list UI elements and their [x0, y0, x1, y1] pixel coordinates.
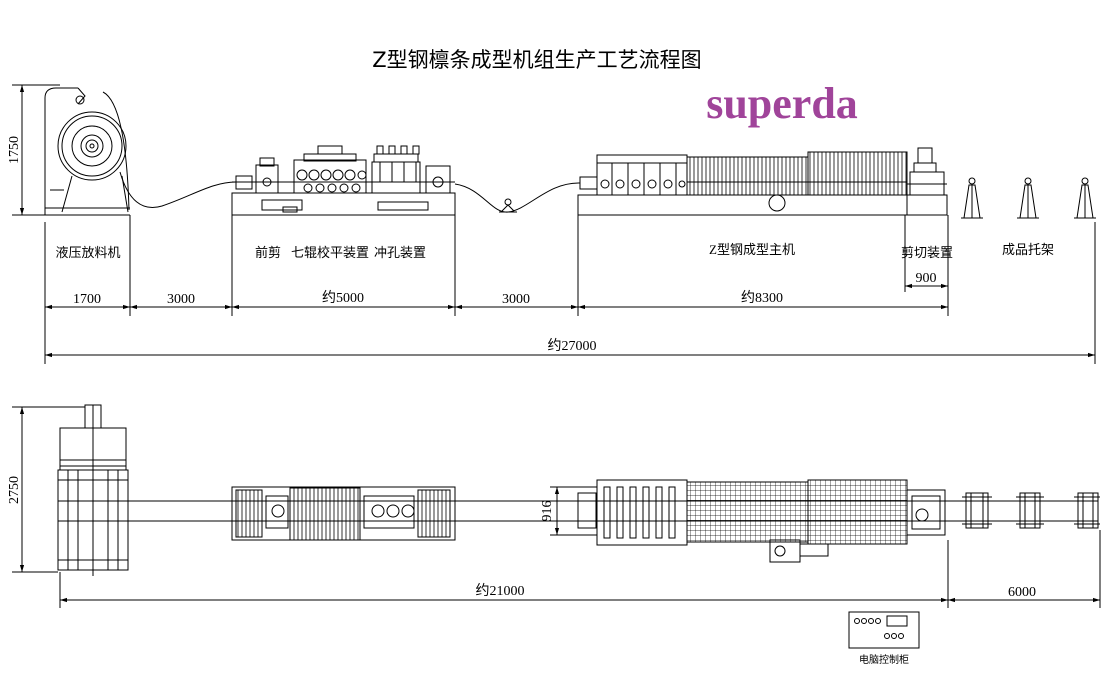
dim-shear: 900: [916, 271, 937, 286]
label-decoiler: 液压放料机: [55, 245, 120, 260]
label-punching: 冲孔装置: [374, 245, 426, 260]
dim-gap-2: 3000: [502, 292, 530, 307]
feeding-line-elevation: [231, 145, 456, 216]
feeding-line-plan: [231, 486, 456, 541]
strip-elevation-1: [119, 171, 237, 208]
product-rack-plan-3: [1074, 492, 1100, 529]
height-dimension-elevation: [12, 84, 60, 216]
strip-width-dimension: [550, 486, 597, 536]
dim-strip-width: 916: [540, 501, 555, 522]
product-rack-plan-1: [962, 492, 992, 529]
drawing-title: Z型钢檩条成型机组生产工艺流程图: [372, 48, 701, 72]
safety-guard: [686, 156, 809, 196]
dim-gap-1: 3000: [167, 292, 195, 307]
dim-forming-machine: 约8300: [741, 290, 783, 306]
brand-logo: superda: [706, 79, 858, 128]
label-leveler: 七辊校平装置: [291, 245, 369, 260]
forming-machine-plan: [577, 479, 908, 563]
product-rack-plan-2: [1016, 492, 1044, 529]
pre-shear-unit: [255, 164, 279, 194]
forming-machine-elevation: [577, 151, 908, 216]
product-rack-elevation-1: [961, 177, 983, 219]
strip-elevation-2: [454, 182, 581, 213]
length-dimension-row: [44, 215, 949, 364]
label-product-rack: 成品托架: [1002, 242, 1054, 257]
width-dimension-plan: [12, 406, 85, 573]
total-length-dimension: [45, 222, 1096, 364]
decoiler-plan: [57, 404, 129, 576]
product-rack-elevation-3: [1074, 177, 1096, 219]
label-forming-machine: Z型钢成型主机: [709, 242, 795, 257]
shear-dimension: [904, 215, 948, 292]
punching-unit: [371, 161, 421, 194]
dim-total-length: 约27000: [548, 338, 597, 354]
coil: [57, 111, 127, 181]
label-pre-shear: 前剪: [255, 245, 281, 260]
dim-rack-length: 6000: [1008, 585, 1036, 600]
support-roller-elevation: [499, 198, 517, 213]
dim-line-length: 约21000: [476, 583, 525, 599]
label-shear: 剪切装置: [901, 245, 953, 260]
shear-plan: [906, 489, 946, 536]
dim-height-elevation: 1750: [7, 136, 22, 164]
control-cabinet-icon: [848, 611, 920, 649]
product-rack-elevation-2: [1017, 177, 1039, 219]
dim-width-plan: 2750: [7, 476, 22, 504]
dim-feeding-line: 约5000: [322, 290, 364, 306]
shear-elevation: [906, 147, 948, 216]
plan-length-dimension: [59, 530, 1101, 608]
dim-decoiler: 1700: [73, 292, 101, 307]
label-control-cabinet: 电脑控制柜: [859, 653, 909, 666]
decoiler-elevation: [44, 87, 130, 216]
